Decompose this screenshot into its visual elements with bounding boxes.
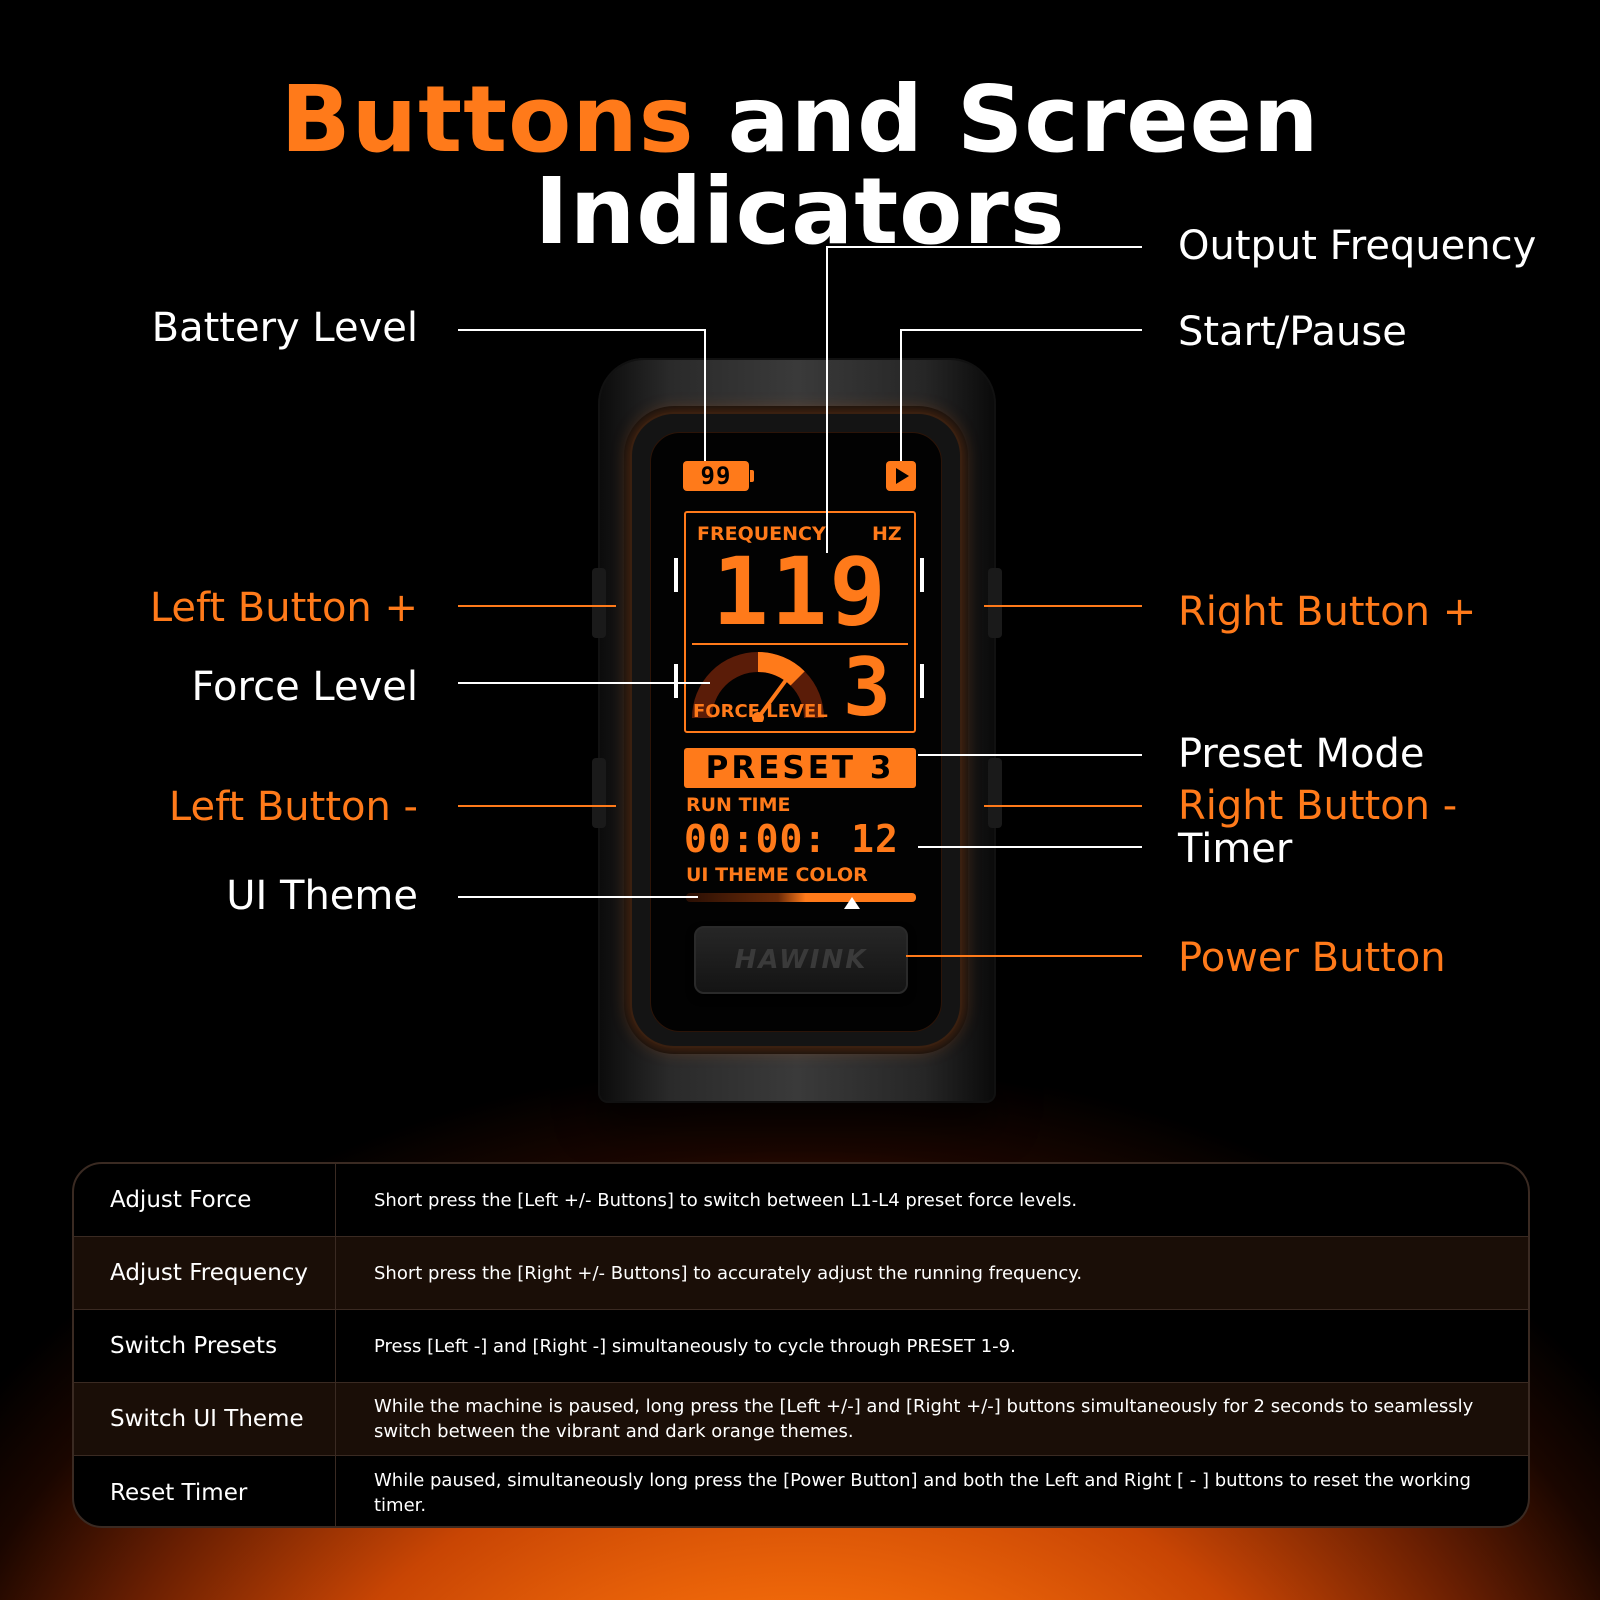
force-gauge <box>692 652 824 722</box>
left-button-plus[interactable] <box>592 568 606 638</box>
table-row: Reset Timer While paused, simultaneously… <box>74 1456 1528 1526</box>
theme-marker-icon <box>843 897 860 909</box>
callout-right-button-minus: Right Button - <box>1178 783 1458 829</box>
row-action: Adjust Frequency <box>74 1237 336 1309</box>
theme-label: UI THEME COLOR <box>686 864 868 886</box>
power-button[interactable]: HAWINK <box>694 926 908 994</box>
play-icon[interactable] <box>886 461 916 491</box>
title-rest: and Screen Indicators <box>534 66 1320 265</box>
bracket-right-top <box>920 558 924 592</box>
left-button-minus[interactable] <box>592 758 606 828</box>
row-description: While the machine is paused, long press … <box>374 1396 1474 1442</box>
gauge-needle <box>756 679 788 720</box>
row-description: Short press the [Right +/- Buttons] to a… <box>374 1262 1083 1284</box>
row-description: Press [Left -] and [Right -] simultaneou… <box>374 1335 1016 1357</box>
run-time-label: RUN TIME <box>686 794 791 816</box>
instructions-table: Adjust Force Short press the [Left +/- B… <box>72 1162 1530 1528</box>
row-description: While paused, simultaneously long press … <box>374 1469 1471 1516</box>
battery-indicator: 99 <box>683 461 754 491</box>
callout-power-button: Power Button <box>1178 935 1446 981</box>
panel-divider <box>692 643 908 645</box>
row-description: Short press the [Left +/- Buttons] to sw… <box>374 1189 1078 1211</box>
title-accent: Buttons <box>280 66 695 173</box>
force-label: FORCE LEVEL <box>693 701 828 722</box>
gauge-track <box>692 652 824 719</box>
callout-left-button-plus: Left Button + <box>149 585 418 631</box>
callout-battery-level: Battery Level <box>151 305 418 351</box>
force-value: 3 <box>842 641 892 734</box>
row-action: Switch Presets <box>74 1310 336 1382</box>
callout-preset-mode: Preset Mode <box>1178 731 1425 777</box>
row-action: Reset Timer <box>74 1456 336 1526</box>
right-button-minus[interactable] <box>988 758 1002 828</box>
callout-right-button-plus: Right Button + <box>1178 589 1477 635</box>
bracket-right-bottom <box>920 664 924 698</box>
right-button-plus[interactable] <box>988 568 1002 638</box>
callout-left-button-minus: Left Button - <box>168 784 418 830</box>
brand-logo: HAWINK <box>734 945 868 975</box>
callout-force-level: Force Level <box>191 664 418 710</box>
page-title: Buttons and Screen Indicators <box>0 74 1600 258</box>
gauge-fill <box>757 652 805 686</box>
table-row: Switch UI Theme While the machine is pau… <box>74 1383 1528 1456</box>
table-row: Adjust Force Short press the [Left +/- B… <box>74 1164 1528 1237</box>
gauge-hub <box>752 712 764 722</box>
frequency-value: 119 <box>712 538 888 647</box>
row-action: Switch UI Theme <box>74 1383 336 1455</box>
run-time-value: 00:00: 12 <box>684 817 899 861</box>
frequency-label: FREQUENCY <box>697 523 826 545</box>
callout-ui-theme: UI Theme <box>226 873 418 919</box>
bracket-left-bottom <box>674 664 678 698</box>
table-row: Switch Presets Press [Left -] and [Right… <box>74 1310 1528 1383</box>
callout-output-frequency: Output Frequency <box>1178 223 1537 269</box>
row-action: Adjust Force <box>74 1164 336 1236</box>
bracket-left-top <box>674 558 678 592</box>
frequency-panel <box>684 511 916 733</box>
preset-indicator: PRESET 3 <box>684 748 916 788</box>
theme-color-bar <box>686 893 916 902</box>
table-row: Adjust Frequency Short press the [Right … <box>74 1237 1528 1310</box>
callout-start-pause: Start/Pause <box>1178 309 1407 355</box>
callout-timer: Timer <box>1178 826 1293 872</box>
